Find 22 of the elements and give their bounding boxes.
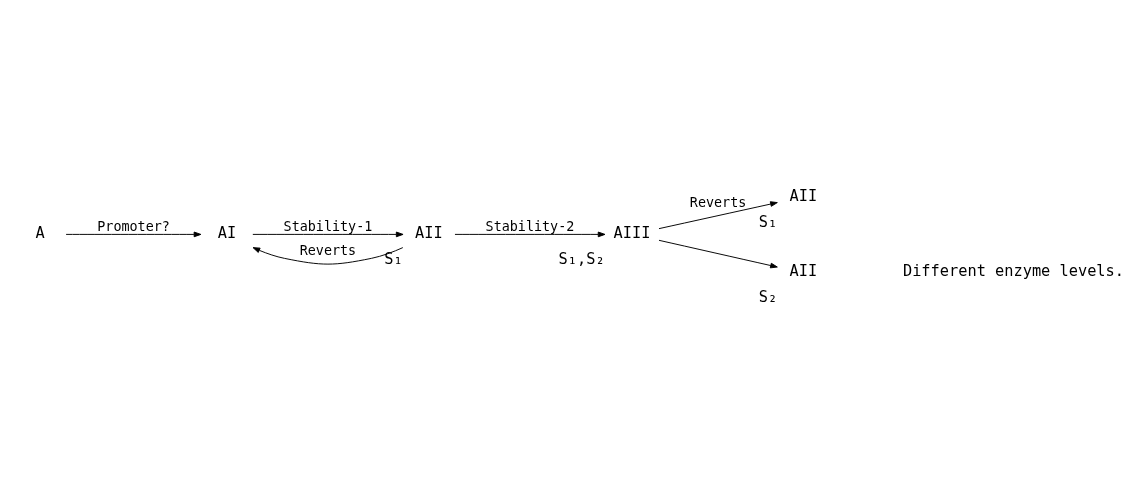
arrow (65, 231, 202, 237)
edge-label: Promoter? (97, 218, 170, 234)
node-label: S₂ (758, 287, 778, 306)
edge-label: Stability-1 (283, 218, 373, 234)
node-text: AI (217, 223, 237, 242)
node-text: AII (415, 223, 443, 242)
arrow (658, 200, 778, 229)
node-label: S₁ (384, 249, 403, 268)
arrow (252, 246, 404, 265)
node-text: AII (789, 186, 818, 205)
node-label: S₁ (758, 212, 778, 231)
edge-label: Reverts (689, 194, 747, 210)
arrow (454, 231, 606, 237)
edge-label: Stability-2 (485, 218, 575, 234)
node-label: S₁,S₂ (558, 249, 605, 268)
node-text: AII (789, 261, 818, 280)
arrow (252, 231, 404, 237)
node-text: AIII (613, 223, 651, 242)
node-text: A (35, 223, 45, 242)
edge-label: Reverts (299, 242, 357, 258)
label: Different enzyme levels. (902, 261, 1124, 280)
arrow (658, 239, 778, 268)
